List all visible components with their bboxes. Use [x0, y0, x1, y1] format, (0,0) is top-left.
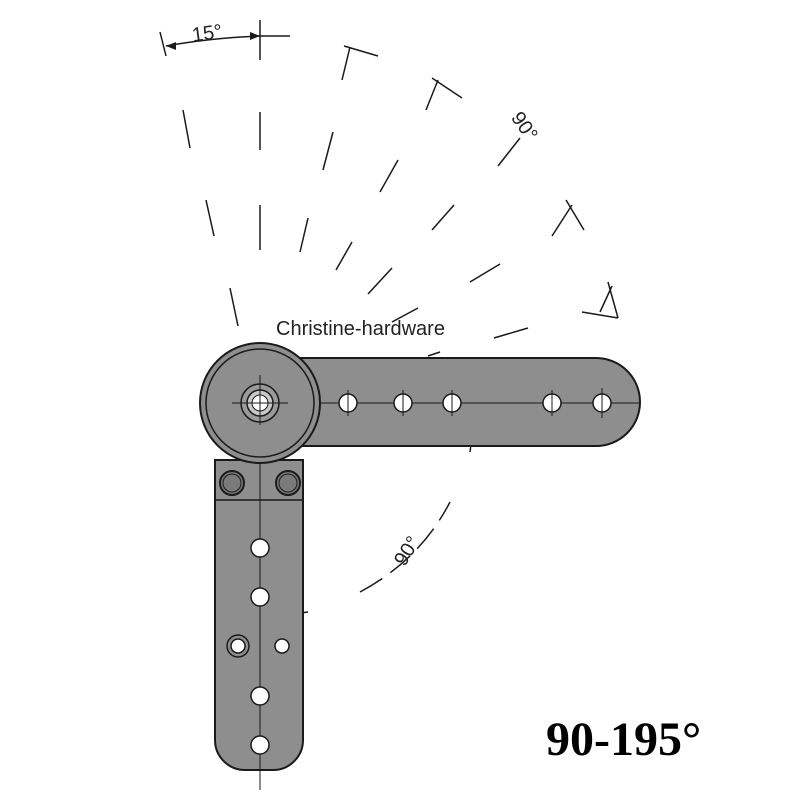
swing-t-marks — [343, 45, 619, 319]
stop-pins — [219, 470, 301, 496]
angle-15-label: 15° — [191, 21, 224, 47]
horizontal-arm — [288, 357, 641, 447]
vertical-arm-holes — [250, 538, 290, 755]
swing-indicator-lines — [182, 20, 613, 357]
angle-range-label: 90-195° — [546, 713, 702, 766]
arm-hole — [274, 638, 290, 654]
pivot-hub — [199, 342, 321, 464]
arm-hole — [250, 735, 270, 755]
arm-hole — [250, 587, 270, 607]
angle-15-dimension — [159, 31, 290, 57]
arm-hole — [250, 686, 270, 706]
angle-90-lower-label: 90° — [390, 533, 425, 570]
angle-90-upper-label: 90° — [506, 108, 541, 145]
rivet — [226, 634, 250, 658]
arm-hole — [250, 538, 270, 558]
vertical-arm — [214, 440, 304, 790]
watermark-text: Christine-hardware — [276, 318, 445, 340]
